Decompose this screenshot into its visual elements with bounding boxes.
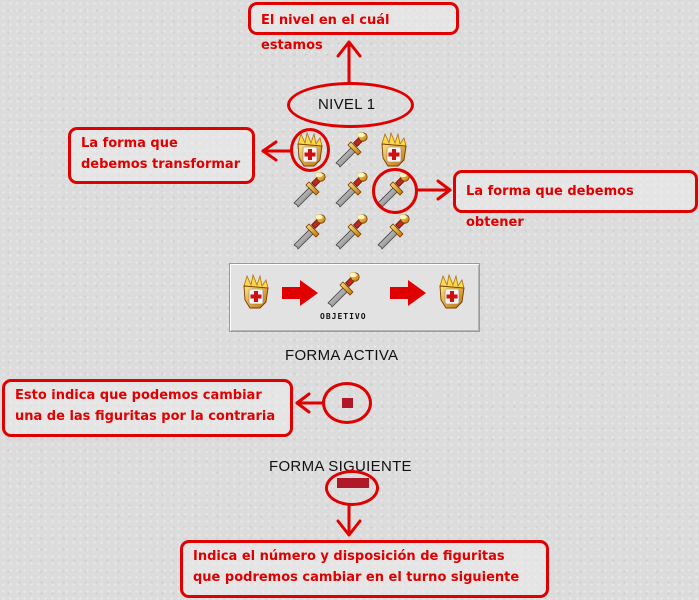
transform-callout: La forma que debemos transformar xyxy=(68,127,255,184)
level-callout: El nivel en el cuál estamos xyxy=(248,2,459,53)
active-callout: Esto indica que podemos cambiar una de l… xyxy=(2,379,293,437)
next-form-indicator xyxy=(337,478,369,488)
next-form-label: FORMA SIGUIENTE xyxy=(269,458,412,475)
arrow-right-icon xyxy=(282,280,318,306)
level-highlight-ring xyxy=(287,82,414,128)
objective-label: OBJETIVO xyxy=(320,312,367,321)
transform-callout-text: La forma que debemos transformar xyxy=(81,136,241,172)
next-form-highlight-ring xyxy=(325,470,379,506)
next-callout-text: Indica el número y disposición de figuri… xyxy=(193,549,520,585)
level-callout-text: El nivel en el cuál estamos xyxy=(261,13,390,53)
next-callout: Indica el número y disposición de figuri… xyxy=(180,540,549,598)
objective-panel: OBJETIVO xyxy=(229,263,480,332)
active-form-label: FORMA ACTIVA xyxy=(285,347,399,364)
active-callout-text: Esto indica que podemos cambiar una de l… xyxy=(15,388,276,424)
obtain-callout-text: La forma que debemos obtener xyxy=(466,184,634,230)
level-label: NIVEL 1 xyxy=(318,96,376,113)
arrow-right-icon xyxy=(390,280,426,306)
obtain-highlight-ring xyxy=(372,168,418,214)
obtain-callout: La forma que debemos obtener xyxy=(453,170,698,230)
active-form-indicator xyxy=(342,398,353,408)
